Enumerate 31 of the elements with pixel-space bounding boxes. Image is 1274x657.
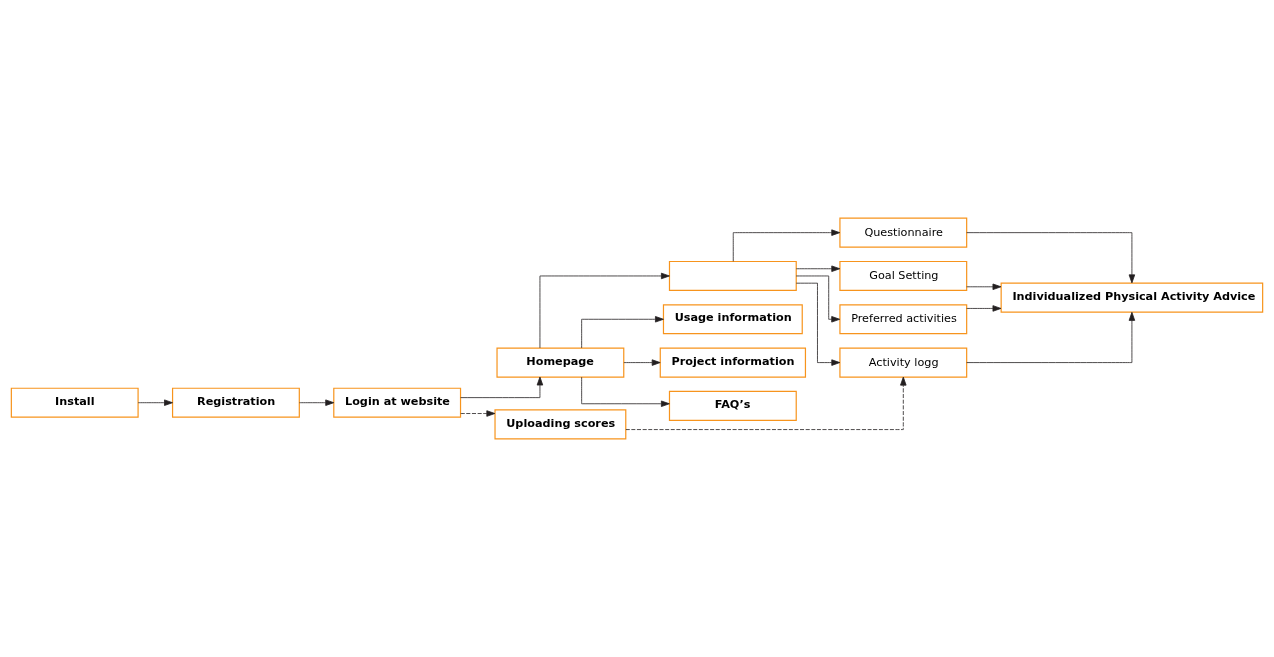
node-box: Uploading scores [494,409,627,440]
arrow [623,359,661,366]
node-box: Usage information [662,304,803,335]
node-box: Individualized Physical Activity Advice [1000,282,1264,313]
arrow [732,229,841,262]
arrow [581,376,670,407]
node-box: Project information [659,347,807,378]
node-box: Activity logg [839,347,968,378]
node-box: Registration [171,387,300,418]
arrow [137,399,173,406]
arrow [299,399,335,406]
arrow [966,311,1136,363]
arrow [966,305,1002,312]
node-box: Install [10,387,139,418]
arrow [795,282,841,366]
arrow [625,376,907,430]
node-box: FAQ’s [668,390,797,421]
node-box [668,260,797,291]
arrow [539,272,670,349]
node-box: Login at website [333,387,462,418]
arrow [795,275,841,323]
arrow [966,232,1136,284]
node-box: Homepage [496,347,625,378]
arrow [966,283,1002,290]
arrow [795,265,841,272]
arrow [460,376,544,398]
arrow [460,410,496,417]
node-box: Preferred activities [839,304,968,335]
node-box: Goal Setting [839,260,968,291]
node-box: Questionnaire [839,217,968,248]
arrow [581,316,664,349]
